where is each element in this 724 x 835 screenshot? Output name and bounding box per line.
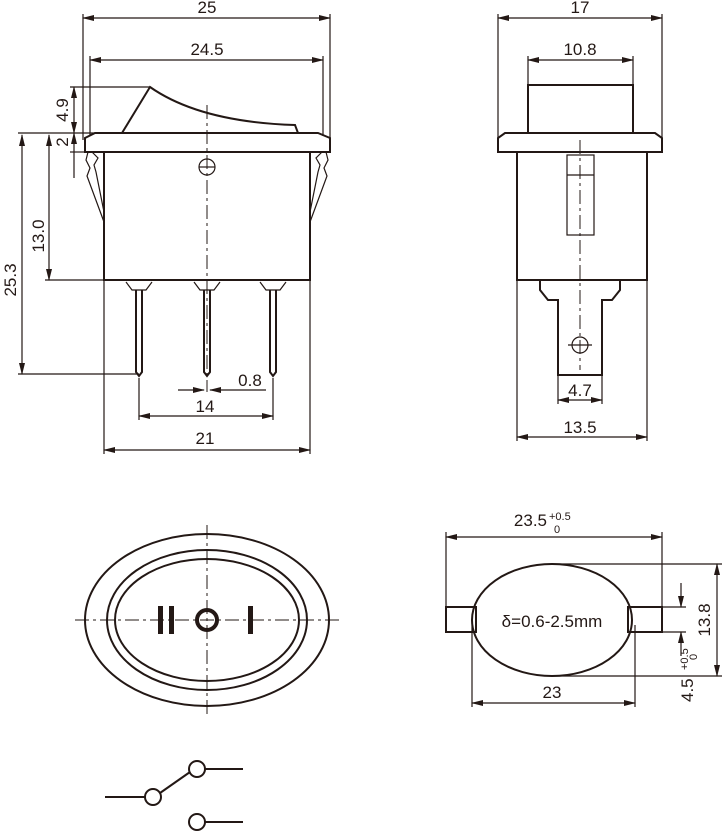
dim-cutout-width-tol-lower: 0 xyxy=(554,524,560,536)
dim-bezel-width: 24.5 xyxy=(190,40,223,59)
dim-tab-height: 4.5 xyxy=(678,678,697,702)
dim-terminal-width: 4.7 xyxy=(568,381,592,400)
cutout-tab-left xyxy=(445,606,477,633)
dim-bezel-thickness: 2 xyxy=(53,137,72,146)
rocker-actuator xyxy=(121,85,299,134)
dim-body-height: 13.0 xyxy=(29,219,48,252)
panel-cutout: δ=0.6-2.5mm 23.5 +0.5 0 23 13.8 4.5 +0.5… xyxy=(445,511,722,707)
dim-side-overall-width: 17 xyxy=(571,0,590,17)
side-dimensions xyxy=(497,14,663,441)
dim-total-height: 25.3 xyxy=(1,263,20,296)
dim-pin-width: 0.8 xyxy=(238,371,262,390)
dim-tab-tol-lower: 0 xyxy=(688,654,700,660)
right-clip xyxy=(309,151,329,223)
dim-ellipse-width: 23 xyxy=(543,683,562,702)
dim-body-width: 21 xyxy=(196,429,215,448)
bezel xyxy=(84,132,331,153)
top-view xyxy=(75,525,340,715)
body-side xyxy=(516,151,648,281)
terminal-pins xyxy=(125,281,287,378)
panel-thickness-note: δ=0.6-2.5mm xyxy=(502,612,603,631)
rocker-side xyxy=(527,84,634,134)
cutout-tab-right xyxy=(627,606,663,633)
front-view: 25 24.5 4.9 2 13.0 25.3 0.8 14 21 xyxy=(1,0,331,454)
on-off-symbols xyxy=(158,606,253,634)
side-view: 17 10.8 4.7 13.5 xyxy=(497,0,663,441)
dim-overall-width: 25 xyxy=(198,0,217,17)
dim-cutout-width: 23.5 xyxy=(514,511,547,530)
dim-side-body-width: 13.5 xyxy=(563,418,596,437)
dim-tab-tol-upper: +0.5 xyxy=(679,648,691,670)
terminal-side xyxy=(539,280,621,376)
left-clip xyxy=(85,151,105,223)
dim-rocker-height: 4.9 xyxy=(53,98,72,122)
switch-circuit-symbol xyxy=(105,760,243,831)
front-dimensions xyxy=(18,14,331,454)
dim-rocker-width: 10.8 xyxy=(563,40,596,59)
dim-cutout-height: 13.8 xyxy=(695,603,714,636)
dim-cutout-width-tol-upper: +0.5 xyxy=(549,511,571,523)
dim-pin-pitch: 14 xyxy=(196,397,215,416)
cutout-dimensions xyxy=(445,532,722,707)
